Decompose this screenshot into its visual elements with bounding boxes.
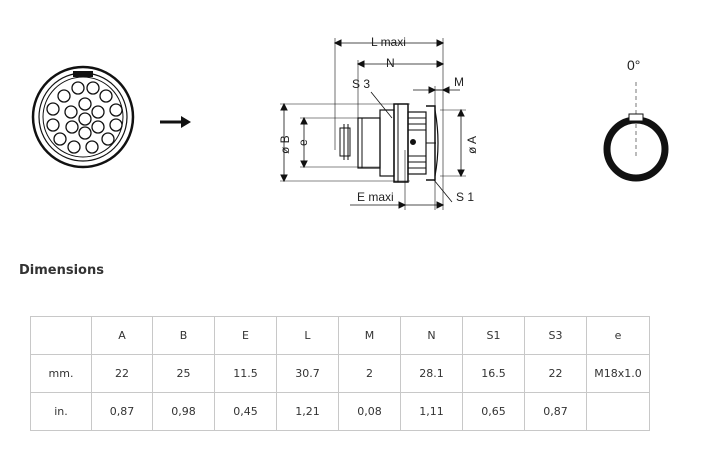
- table-cell: 16.5: [462, 354, 525, 393]
- table-cell: 28.1: [400, 354, 463, 393]
- label-s1: S 1: [456, 190, 474, 204]
- table-cell: 0,87: [91, 392, 153, 431]
- label-dia-a: ø A: [465, 136, 479, 154]
- table-cell: 0,87: [524, 392, 587, 431]
- key-orientation-icon: [603, 82, 669, 182]
- table-header-cell: E: [214, 316, 277, 355]
- table-row: in. 0,87 0,98 0,45 1,21 0,08 1,11 0,65 0…: [30, 392, 650, 431]
- table-header-cell: N: [400, 316, 463, 355]
- table-cell: 0,45: [214, 392, 277, 431]
- label-m: M: [454, 75, 464, 89]
- table-header-cell: S3: [524, 316, 587, 355]
- label-l-maxi: L maxi: [371, 35, 406, 49]
- table-cell: 0,65: [462, 392, 525, 431]
- table-cell: mm.: [30, 354, 92, 393]
- table-row: mm. 22 25 11.5 30.7 2 28.1 16.5 22 M18x1…: [30, 354, 650, 393]
- table-header-cell: [30, 316, 92, 355]
- label-angle: 0°: [627, 57, 640, 73]
- table-cell: 0,98: [152, 392, 215, 431]
- table-cell: M18x1.0: [586, 354, 650, 393]
- table-cell: 22: [91, 354, 153, 393]
- table-cell: 0,08: [338, 392, 401, 431]
- table-header-cell: L: [276, 316, 339, 355]
- label-e-small: e: [296, 139, 310, 146]
- technical-drawing: L maxi N M S 3 ø B e ø A E maxi S 1 0°: [31, 35, 669, 210]
- table-cell: in.: [30, 392, 92, 431]
- table-header-cell: S1: [462, 316, 525, 355]
- table-cell: 22: [524, 354, 587, 393]
- dimensions-heading: Dimensions: [19, 263, 104, 278]
- table-header-cell: A: [91, 316, 153, 355]
- connector-face-icon: [31, 65, 135, 169]
- dimensions-table: A B E L M N S1 S3 e mm. 22 25 11.5 30.7 …: [30, 316, 650, 431]
- table-cell: 25: [152, 354, 215, 393]
- table-cell: [586, 392, 650, 431]
- table-header-cell: e: [586, 316, 650, 355]
- label-e-maxi: E maxi: [357, 190, 394, 204]
- table-cell: 2: [338, 354, 401, 393]
- arrow-right-icon: [160, 116, 191, 128]
- label-dia-b: ø B: [278, 135, 292, 154]
- label-s3: S 3: [352, 77, 370, 91]
- connector-side-view: [280, 38, 466, 210]
- table-cell: 11.5: [214, 354, 277, 393]
- table-header-cell: M: [338, 316, 401, 355]
- table-header-row: A B E L M N S1 S3 e: [30, 316, 650, 355]
- table-cell: 1,21: [276, 392, 339, 431]
- table-header-cell: B: [152, 316, 215, 355]
- label-n: N: [386, 56, 395, 70]
- table-cell: 30.7: [276, 354, 339, 393]
- table-cell: 1,11: [400, 392, 463, 431]
